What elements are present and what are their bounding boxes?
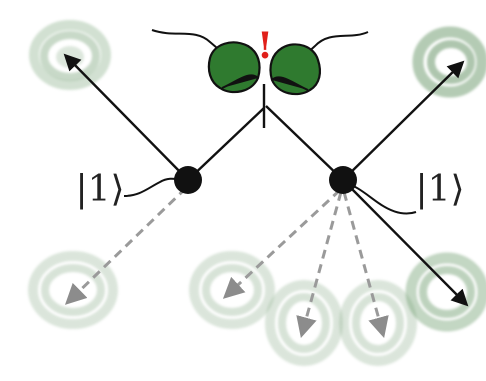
detector-head-icon [269, 43, 321, 96]
cloud-bottom-mid-2 [265, 280, 343, 366]
beam-left-to-center [187, 107, 265, 181]
state-label-right: |1⟩ [415, 169, 464, 210]
cloud-bottom-mid-1 [189, 251, 275, 329]
alert-mark: ! [257, 25, 273, 67]
dashed-right-to-bottom-mid-1 [222, 188, 342, 299]
cloud-top-left [29, 20, 111, 90]
state-label-left: |1⟩ [75, 169, 124, 210]
atom-node-right [329, 166, 357, 194]
detector-left [207, 41, 261, 94]
cloud-bottom-left [28, 251, 118, 329]
dashed-left-to-bottom-left [64, 186, 188, 305]
dashed-right-to-bottom-mid-3 [342, 191, 389, 339]
atom-node-left [174, 166, 202, 194]
detector-right [269, 43, 321, 96]
beam-right-to-center [265, 105, 344, 181]
beam-right-to-bottom-right [342, 179, 469, 307]
beam-left-to-top-left [63, 53, 189, 181]
cloud-bottom-mid-3 [339, 280, 417, 366]
cloud-bottom-right [405, 252, 486, 332]
detector-head-icon [207, 41, 261, 94]
cloud-top-right [412, 26, 486, 98]
dashed-right-to-bottom-mid-2 [296, 191, 343, 339]
beam-right-to-top-right [342, 60, 465, 181]
